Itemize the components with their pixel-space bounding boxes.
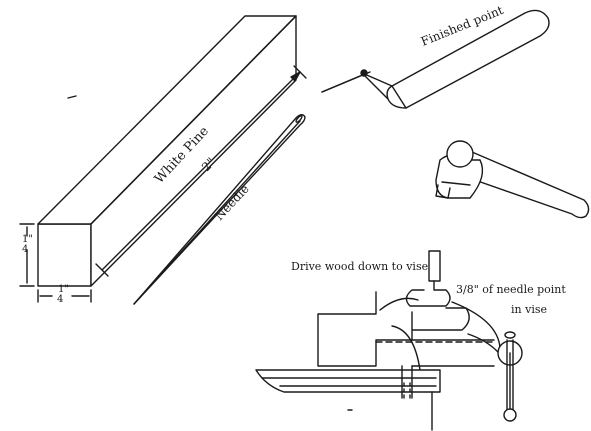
bottom-dimension	[37, 289, 92, 303]
drive-wood-label: Drive wood down to vise	[291, 260, 428, 273]
hammer	[435, 140, 590, 219]
side-dimension-numerator: 1"	[22, 234, 33, 245]
needle-point-label: 3/8" of needle point	[456, 283, 566, 296]
wood-stick	[428, 250, 441, 282]
needle-label: Needle	[212, 182, 252, 223]
vise	[255, 250, 523, 431]
needle	[133, 114, 306, 305]
in-vise-label: in vise	[511, 303, 547, 316]
bottom-dimension-denominator: 4	[57, 294, 63, 305]
finished-point-tool	[321, 9, 550, 109]
side-dimension-denominator: 4	[22, 244, 28, 255]
stray-mark	[67, 95, 77, 99]
side-dimension	[19, 223, 35, 287]
length-dimension	[95, 65, 307, 277]
bottom-dimension-numerator: 1"	[58, 284, 69, 295]
white-pine-block	[37, 15, 297, 287]
